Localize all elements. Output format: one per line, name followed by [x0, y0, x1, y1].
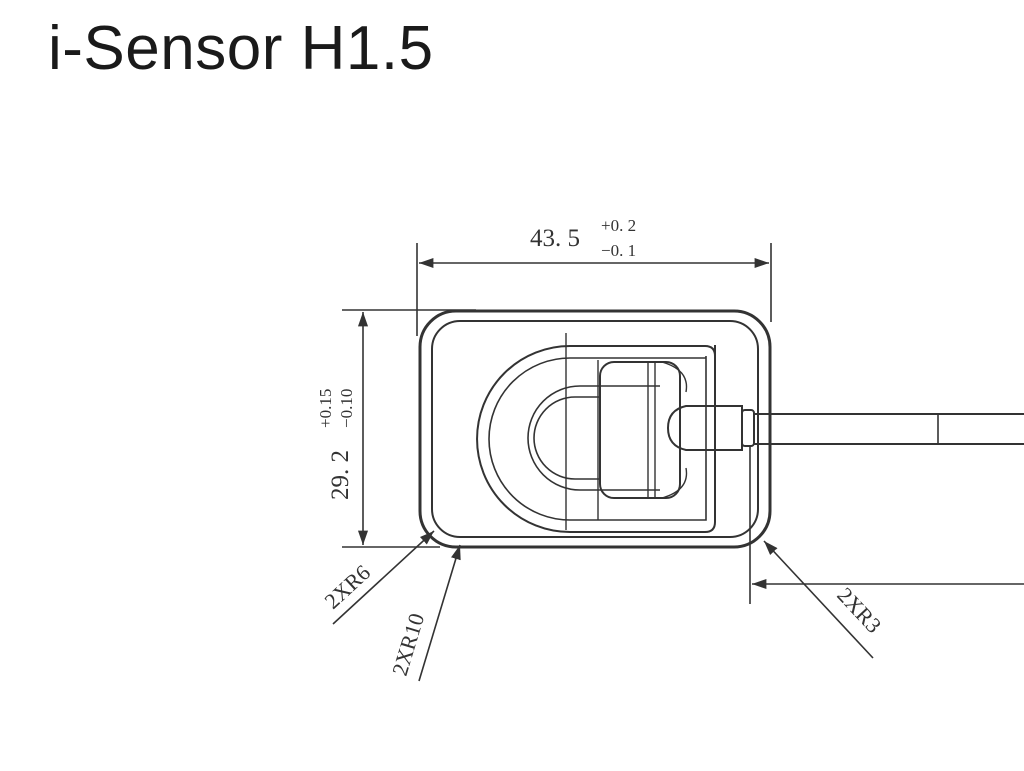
sensor-outer-outline	[418, 309, 772, 549]
r6-leader	[332, 530, 435, 625]
height-dimension: 29. 2 +0.15 −0.10	[316, 309, 476, 548]
width-upper-tolerance: +0. 2	[601, 216, 636, 235]
height-upper-tolerance: +0.15	[316, 389, 335, 428]
r3-label: 2XR3	[832, 582, 886, 637]
strain-relief-notch-bottom	[661, 467, 688, 499]
width-lower-tolerance: −0. 1	[601, 241, 636, 260]
active-area-inner-arc	[527, 385, 660, 491]
width-nominal-label: 43. 5	[530, 225, 580, 252]
cable-connector	[666, 405, 743, 451]
active-area-middle	[488, 356, 707, 521]
cable-strain-relief	[599, 361, 681, 499]
r10-leader	[418, 544, 461, 682]
width-dimension: 43. 5 +0. 2 −0. 1	[416, 216, 772, 336]
r6-label: 2XR6	[319, 560, 375, 614]
page-title: i-Sensor H1.5	[48, 14, 434, 83]
sensor-body	[418, 309, 772, 604]
sensor-inner-outline	[431, 320, 759, 538]
radius-callout-r10: 2XR10	[387, 544, 461, 682]
cable-collar	[741, 409, 755, 447]
active-area-core	[533, 396, 600, 480]
strain-relief-notch-top	[661, 361, 688, 393]
radius-callout-r3: 2XR3	[763, 540, 886, 659]
sensor-active-area	[476, 333, 716, 533]
r3-leader	[763, 540, 874, 659]
height-lower-tolerance: −0.10	[337, 389, 356, 428]
height-nominal-label: 29. 2	[327, 450, 354, 500]
radius-callout-r6: 2XR6	[319, 530, 435, 625]
sensor-cable	[666, 405, 1024, 451]
active-area-outer	[476, 345, 716, 533]
